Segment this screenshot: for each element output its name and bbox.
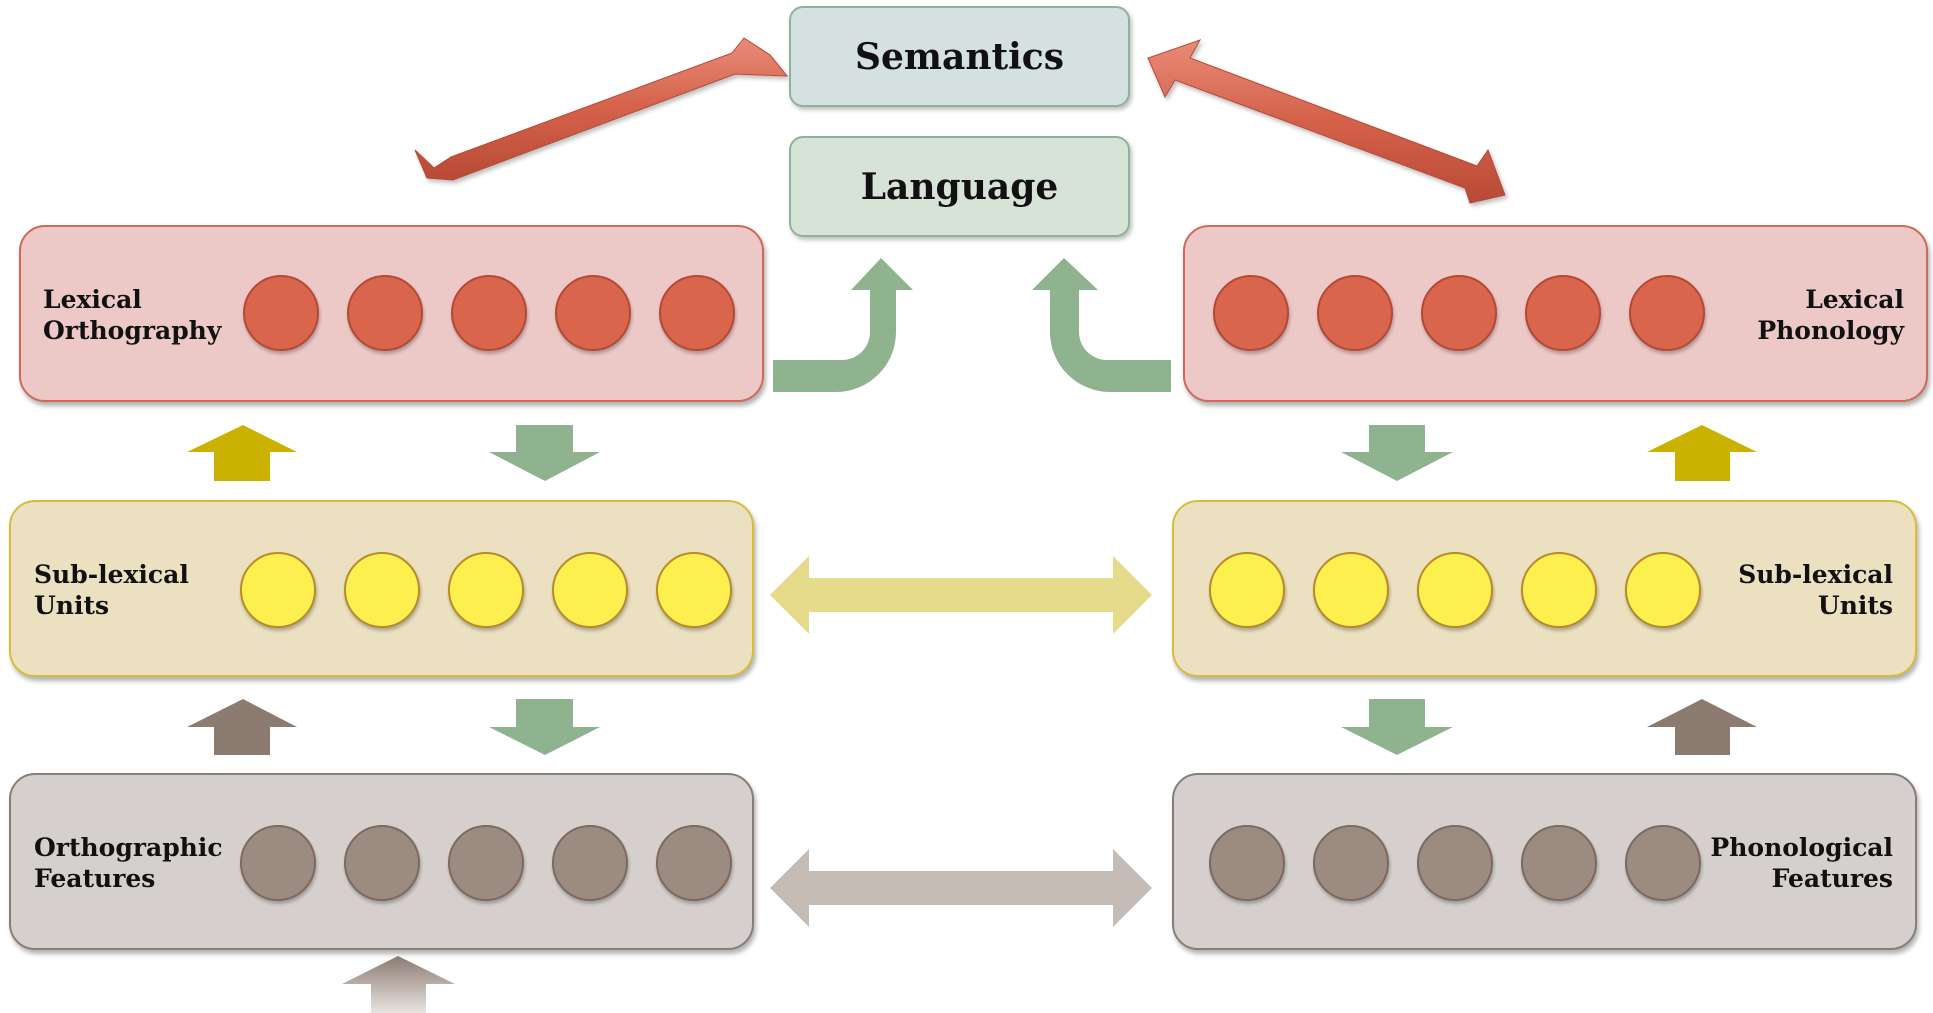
sublexical-units-double-arrow bbox=[770, 556, 1152, 634]
language-box: Language bbox=[789, 136, 1130, 237]
orthographic-feature-unit bbox=[552, 825, 628, 901]
phonology-to-language-arrow bbox=[1032, 258, 1171, 392]
lexical-phonology-layer: Lexical Phonology bbox=[1183, 225, 1928, 402]
lexical-orthography-unit bbox=[659, 275, 735, 351]
left-lexical-to-sublexical-arrow bbox=[489, 425, 600, 481]
input-to-orthographic-features-arrow bbox=[342, 956, 455, 1013]
left-sublexical-unit bbox=[656, 552, 732, 628]
orthographic-feature-unit bbox=[240, 825, 316, 901]
phonological-features-layer: Phonological Features bbox=[1172, 773, 1917, 950]
left-features-to-sublexical-arrow bbox=[187, 699, 297, 755]
orthographic-feature-unit bbox=[344, 825, 420, 901]
right-sublexical-to-lexical-arrow bbox=[1647, 425, 1757, 481]
left-sublexical-unit bbox=[240, 552, 316, 628]
left-sublexical-units-label: Sub-lexical Units bbox=[34, 560, 189, 620]
lexical-phonology-unit bbox=[1317, 275, 1393, 351]
semantics-phonology-double-arrow bbox=[1147, 39, 1506, 204]
lexical-phonology-label: Lexical Phonology bbox=[1757, 285, 1904, 345]
right-sublexical-units-layer: Sub-lexical Units bbox=[1172, 500, 1917, 677]
left-sublexical-to-features-arrow bbox=[489, 699, 600, 755]
phonological-feature-unit bbox=[1417, 825, 1493, 901]
left-sublexical-unit bbox=[552, 552, 628, 628]
orthography-semantics-double-arrow bbox=[414, 37, 789, 181]
semantics-label: Semantics bbox=[855, 35, 1064, 78]
language-label: Language bbox=[860, 165, 1059, 208]
phonological-feature-unit bbox=[1521, 825, 1597, 901]
right-sublexical-units-label: Sub-lexical Units bbox=[1738, 560, 1893, 620]
left-sublexical-unit bbox=[344, 552, 420, 628]
orthographic-feature-unit bbox=[448, 825, 524, 901]
right-sublexical-unit bbox=[1417, 552, 1493, 628]
phonological-feature-unit bbox=[1625, 825, 1701, 901]
semantics-box: Semantics bbox=[789, 6, 1130, 107]
phonological-features-label: Phonological Features bbox=[1710, 833, 1893, 893]
lexical-orthography-label: Lexical Orthography bbox=[43, 285, 222, 345]
left-sublexical-units-layer: Sub-lexical Units bbox=[9, 500, 754, 677]
lexical-phonology-unit bbox=[1525, 275, 1601, 351]
right-sublexical-unit bbox=[1521, 552, 1597, 628]
lexical-orthography-unit bbox=[243, 275, 319, 351]
right-lexical-to-sublexical-arrow bbox=[1341, 425, 1453, 481]
lexical-orthography-unit bbox=[347, 275, 423, 351]
lexical-phonology-unit bbox=[1421, 275, 1497, 351]
features-double-arrow bbox=[770, 849, 1152, 927]
orthographic-features-layer: Orthographic Features bbox=[9, 773, 754, 950]
right-sublexical-to-features-arrow bbox=[1341, 699, 1453, 755]
right-sublexical-unit bbox=[1209, 552, 1285, 628]
right-features-to-sublexical-arrow bbox=[1647, 699, 1757, 755]
orthographic-features-label: Orthographic Features bbox=[34, 833, 223, 893]
phonological-feature-unit bbox=[1313, 825, 1389, 901]
right-sublexical-unit bbox=[1625, 552, 1701, 628]
lexical-orthography-unit bbox=[451, 275, 527, 351]
phonological-feature-unit bbox=[1209, 825, 1285, 901]
lexical-orthography-unit bbox=[555, 275, 631, 351]
left-sublexical-unit bbox=[448, 552, 524, 628]
left-sublexical-to-lexical-arrow bbox=[187, 425, 297, 481]
lexical-phonology-unit bbox=[1629, 275, 1705, 351]
lexical-phonology-unit bbox=[1213, 275, 1289, 351]
lexical-orthography-layer: Lexical Orthography bbox=[19, 225, 764, 402]
orthographic-feature-unit bbox=[656, 825, 732, 901]
right-sublexical-unit bbox=[1313, 552, 1389, 628]
orthography-to-language-arrow bbox=[773, 258, 913, 392]
